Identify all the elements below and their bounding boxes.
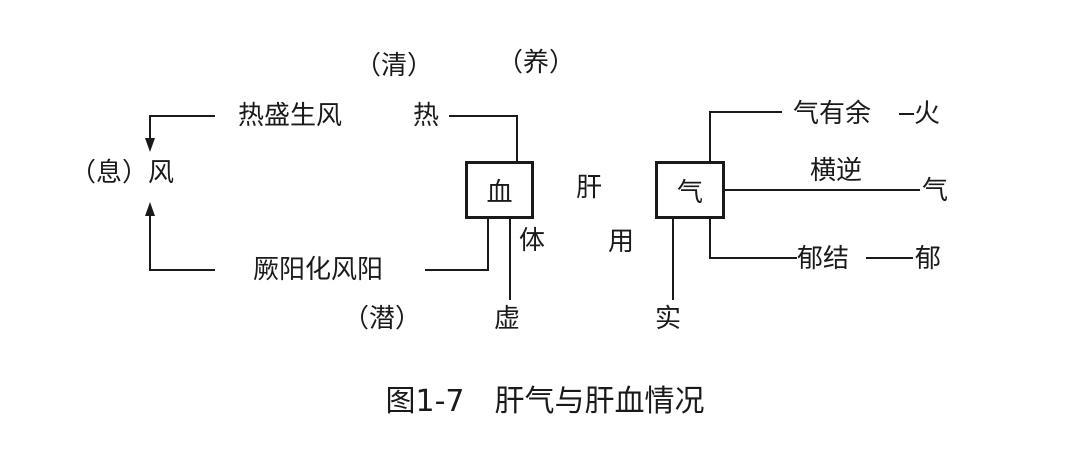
qing-label: （清） — [355, 51, 434, 81]
line-qi-to-yujie — [709, 218, 797, 259]
qian-label: （潜） — [343, 304, 422, 334]
yong-label: 用 — [608, 227, 635, 257]
yujie-label: 郁结 — [797, 244, 850, 274]
blood-box-label: 血 — [486, 177, 513, 208]
line-qi-to-excess — [709, 111, 782, 162]
blood-box: 血 — [465, 161, 534, 219]
xu-label: 虚 — [494, 304, 521, 334]
bottom-cause-label: 厥阳化风阳 — [253, 255, 384, 285]
ti-label: 体 — [519, 226, 546, 256]
heat-label: 热 — [413, 101, 440, 131]
excess-label: 气有余 — [793, 99, 872, 129]
wind-label: （息）风 — [70, 158, 175, 188]
arrowhead-down-icon — [145, 138, 155, 152]
liver-label: 肝 — [576, 173, 603, 203]
line-blood-to-yang — [425, 218, 489, 271]
shi-label: 实 — [655, 304, 682, 334]
fire-label: 火 — [914, 99, 941, 129]
arrow-yang-to-wind — [149, 206, 215, 271]
yu-end-label: 郁 — [915, 244, 942, 274]
qi-box: 气 — [655, 161, 725, 219]
top-cause-label: 热盛生风 — [238, 101, 343, 131]
qi-box-label: 气 — [676, 177, 703, 208]
arrowhead-up-icon — [145, 202, 155, 216]
figure-caption: 图1-7 肝气与肝血情况 — [385, 384, 705, 419]
arrow-heat-to-wind — [149, 115, 215, 148]
qi-end-label: 气 — [922, 176, 949, 206]
yang-label: （养） — [497, 48, 576, 78]
line-heat-to-blood — [449, 115, 518, 162]
hengni-label: 横逆 — [810, 156, 863, 186]
